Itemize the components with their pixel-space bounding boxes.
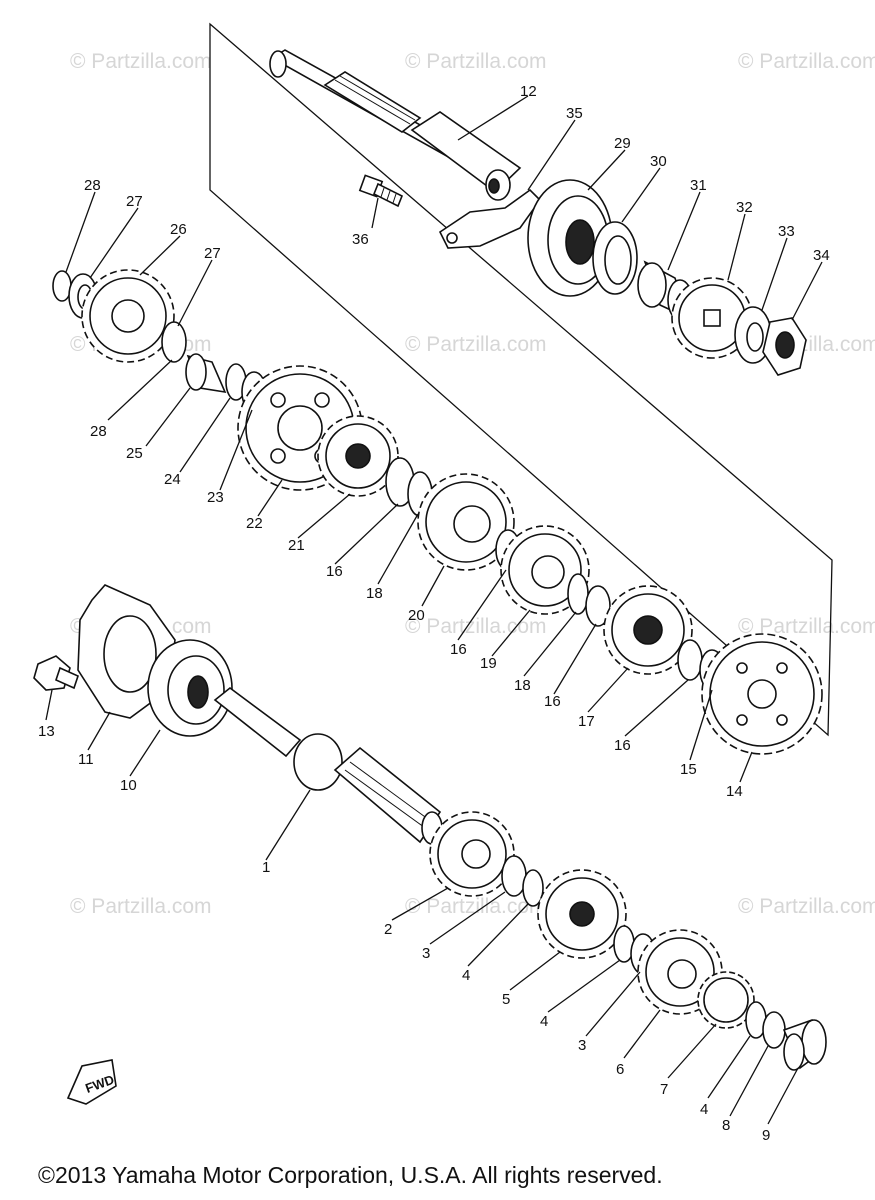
gear[interactable] <box>500 525 590 615</box>
callout-label: 29 <box>614 135 631 152</box>
callout-label: 35 <box>566 105 583 122</box>
callout-label: 4 <box>462 967 470 984</box>
callout-label: 4 <box>540 1013 548 1030</box>
copyright-notice: ©2013 Yamaha Motor Corporation, U.S.A. A… <box>38 1162 663 1188</box>
gear[interactable] <box>417 473 515 571</box>
callout-label: 4 <box>700 1101 708 1118</box>
callout-label: 18 <box>366 585 383 602</box>
callout-label: 33 <box>778 223 795 240</box>
gear[interactable] <box>701 633 823 755</box>
gear[interactable] <box>697 971 755 1029</box>
circlip[interactable] <box>522 869 544 907</box>
gear[interactable] <box>603 585 693 675</box>
watermark: © Partzilla.com <box>738 50 875 73</box>
callout-label: 14 <box>726 783 743 800</box>
washer[interactable] <box>677 639 703 681</box>
callout-label: 3 <box>422 945 430 962</box>
callout-label: 3 <box>578 1037 586 1054</box>
drive-axle[interactable] <box>269 49 522 201</box>
callout-label: 30 <box>650 153 667 170</box>
callout-label: 16 <box>326 563 343 580</box>
callout-label: 16 <box>450 641 467 658</box>
callout-label: 13 <box>38 723 55 740</box>
callout-label: 18 <box>514 677 531 694</box>
lock-plate[interactable] <box>438 188 542 249</box>
bolt[interactable] <box>358 174 404 208</box>
callout-label: 28 <box>84 177 101 194</box>
group-boundary-box <box>209 22 833 737</box>
callout-label: 32 <box>736 199 753 216</box>
circlip[interactable] <box>567 573 589 615</box>
gear[interactable] <box>81 269 175 363</box>
callout-label: 9 <box>762 1127 770 1144</box>
callout-label: 22 <box>246 515 263 532</box>
bolt[interactable] <box>33 655 79 691</box>
washer[interactable] <box>762 1011 786 1049</box>
watermark: © Partzilla.com <box>405 895 547 918</box>
callout-labels: 12 35 29 30 31 32 33 34 36 28 27 26 27 2… <box>38 83 830 1144</box>
callout-label: 6 <box>616 1061 624 1078</box>
callout-label: 21 <box>288 537 305 554</box>
callout-label: 19 <box>480 655 497 672</box>
gear[interactable] <box>317 415 399 497</box>
callout-label: 10 <box>120 777 137 794</box>
callout-label: 16 <box>544 693 561 710</box>
leader-lines <box>45 95 823 1125</box>
callout-label: 15 <box>680 761 697 778</box>
callout-label: 2 <box>384 921 392 938</box>
watermark: © Partzilla.com <box>738 895 875 918</box>
bearing[interactable] <box>527 179 613 297</box>
needle-bearing[interactable] <box>782 1018 827 1071</box>
watermark: © Partzilla.com <box>738 615 875 638</box>
oil-seal[interactable] <box>592 221 638 295</box>
washer[interactable] <box>161 321 187 363</box>
lock-washer[interactable] <box>734 306 772 364</box>
callout-label: 12 <box>520 83 537 100</box>
callout-label: 27 <box>204 245 221 262</box>
callout-label: 8 <box>722 1117 730 1134</box>
callout-label: 34 <box>813 247 830 264</box>
callout-label: 17 <box>578 713 595 730</box>
callout-label: 1 <box>262 859 270 876</box>
washer[interactable] <box>585 585 611 627</box>
bearing-plate[interactable] <box>77 584 176 719</box>
forward-direction-icon: FWD <box>66 1059 117 1105</box>
callout-label: 24 <box>164 471 181 488</box>
main-axle[interactable] <box>213 686 443 845</box>
callout-label: 20 <box>408 607 425 624</box>
callout-label: 36 <box>352 231 369 248</box>
nut[interactable] <box>762 317 807 376</box>
watermark: © Partzilla.com <box>405 50 547 73</box>
callout-label: 7 <box>660 1081 668 1098</box>
callout-label: 5 <box>502 991 510 1008</box>
gear[interactable] <box>537 869 627 959</box>
bearing[interactable] <box>147 639 233 737</box>
callout-label: 25 <box>126 445 143 462</box>
watermark: © Partzilla.com <box>70 50 212 73</box>
callout-label: 31 <box>690 177 707 194</box>
callout-label: 26 <box>170 221 187 238</box>
watermark: © Partzilla.com <box>70 895 212 918</box>
callout-label: 27 <box>126 193 143 210</box>
callout-label: 28 <box>90 423 107 440</box>
watermark: © Partzilla.com <box>405 333 547 356</box>
callout-label: 11 <box>78 751 94 768</box>
gear[interactable] <box>429 811 515 897</box>
callout-label: 23 <box>207 489 224 506</box>
callout-label: 16 <box>614 737 631 754</box>
drive-sprocket[interactable] <box>671 277 753 359</box>
bushing[interactable] <box>185 353 227 394</box>
